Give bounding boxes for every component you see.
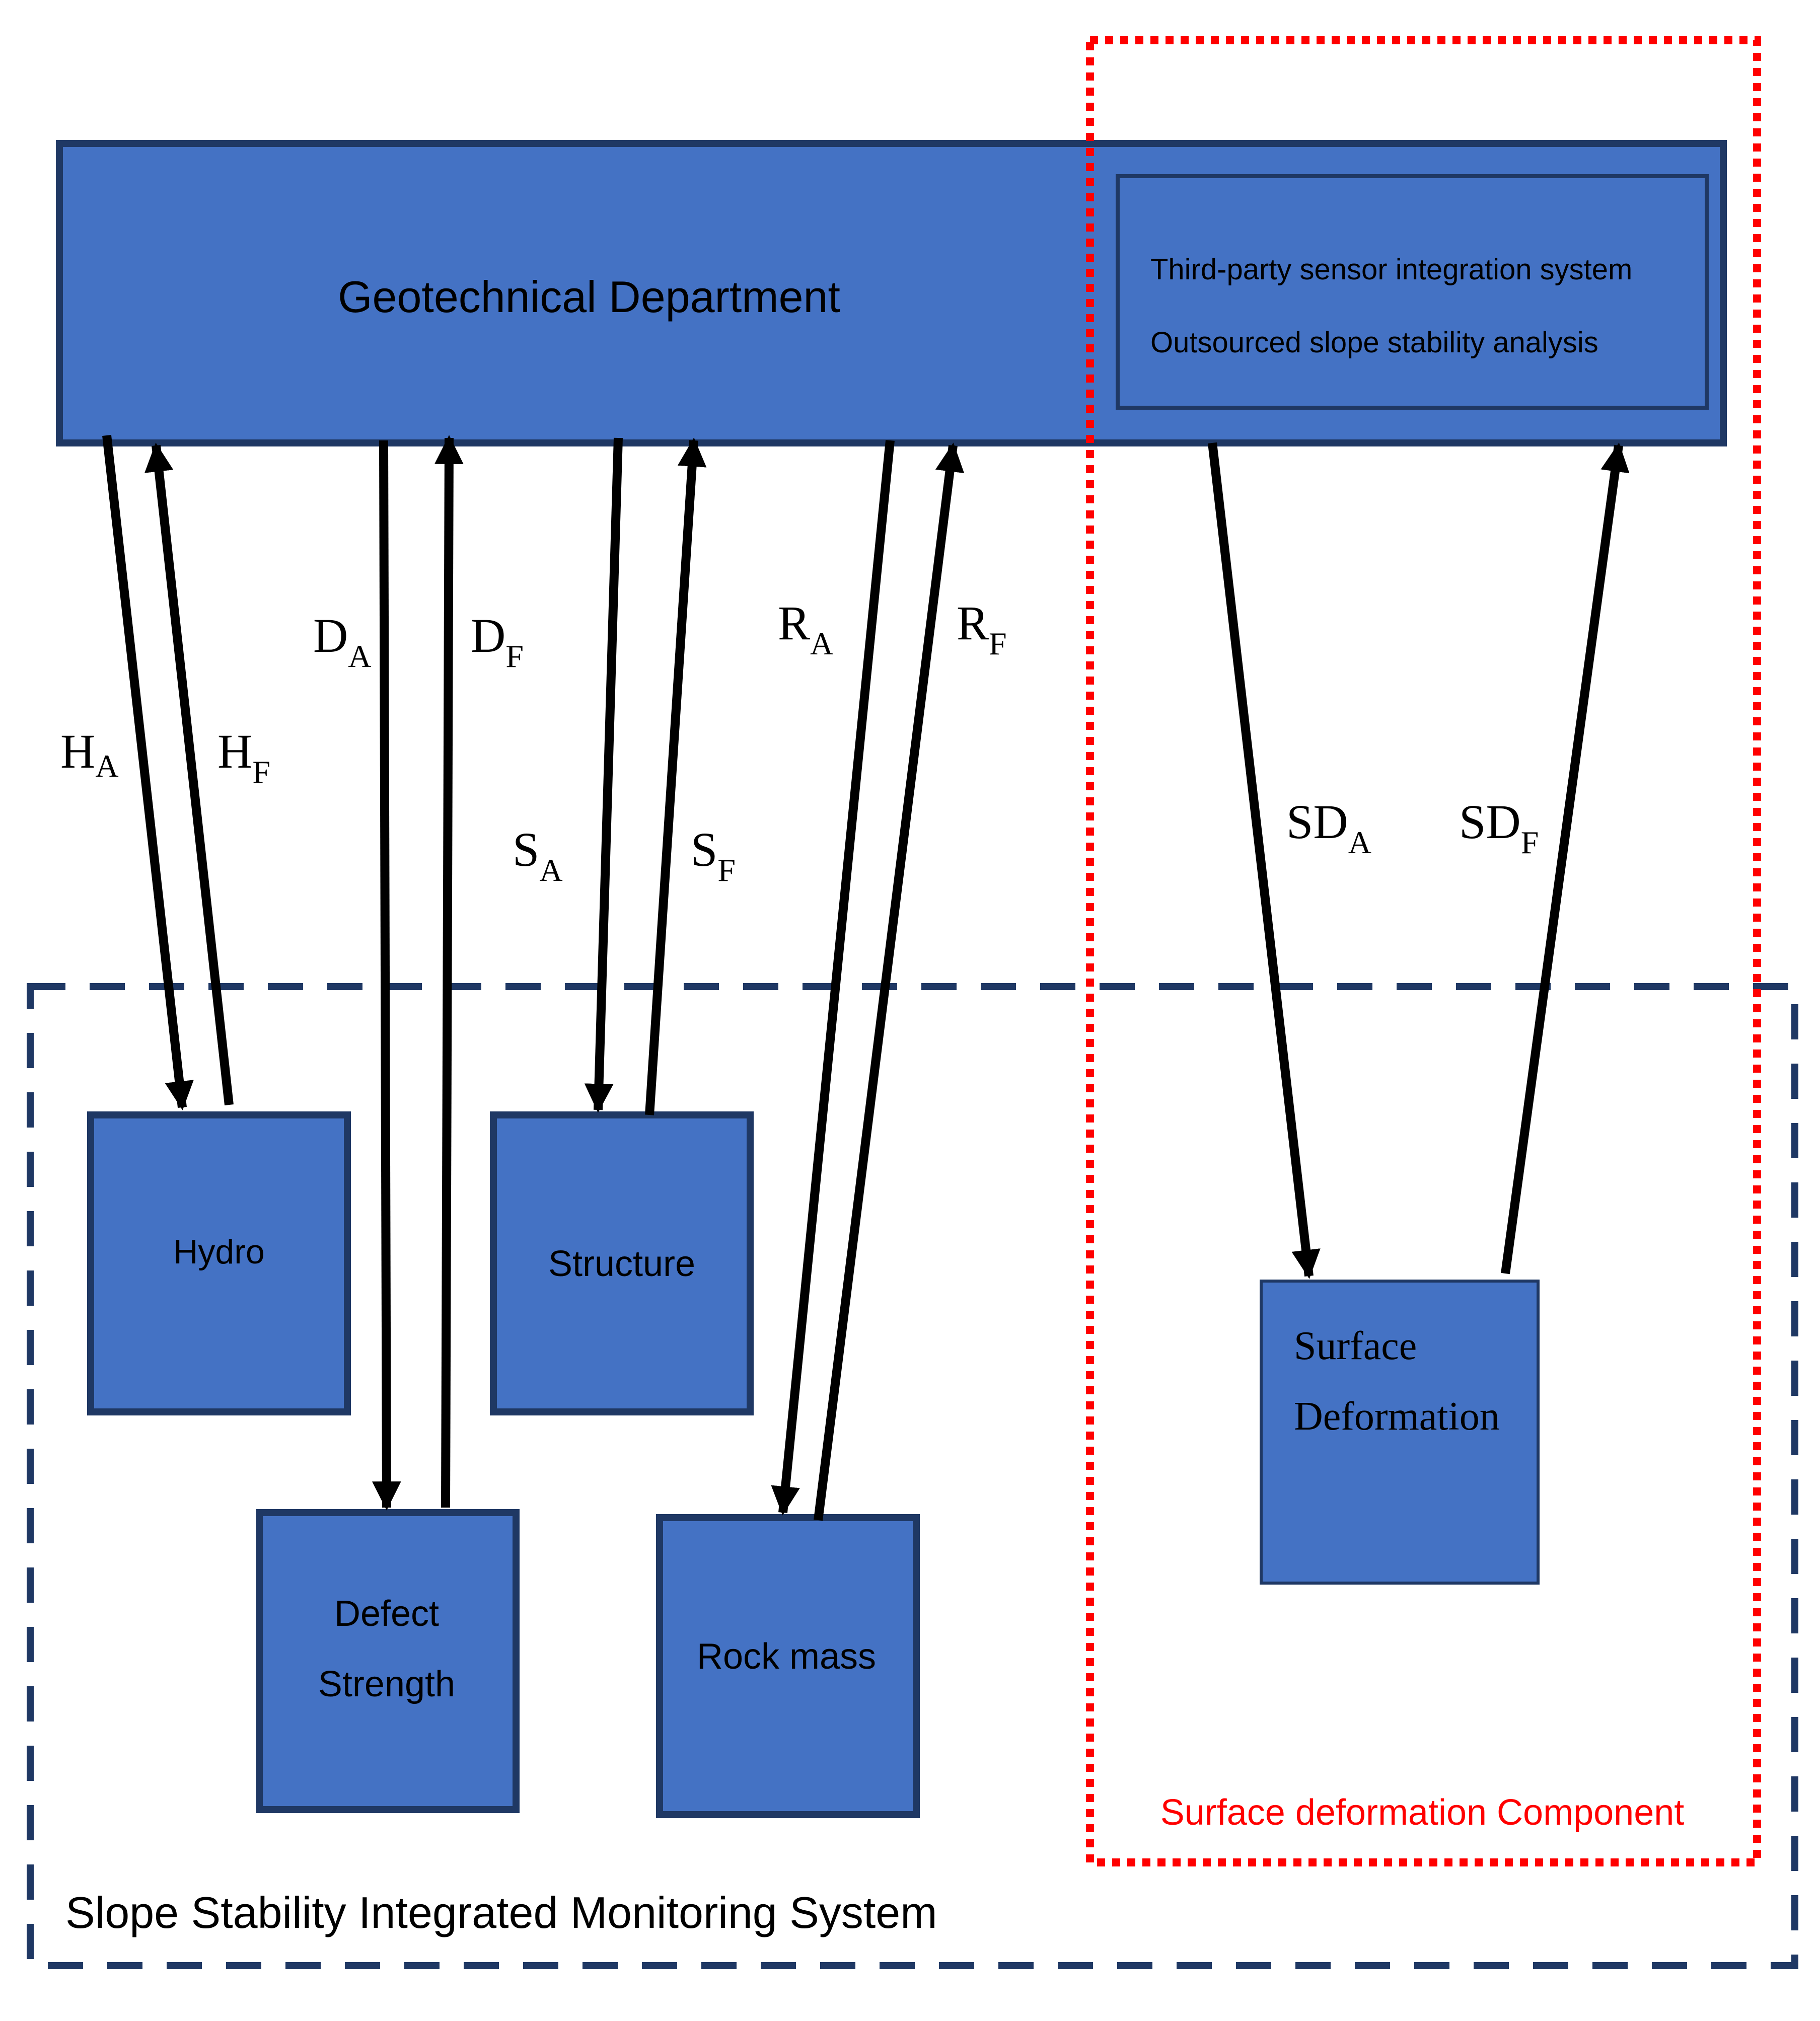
- surface-feedback-arrow: [1501, 442, 1630, 1275]
- rock-action-arrow: [771, 440, 895, 1516]
- surface-feedback-label: SDF: [1459, 795, 1539, 860]
- defect-strength-box: [256, 1509, 520, 1813]
- outsourced-analysis-label: Outsourced slope stability analysis: [1150, 326, 1598, 359]
- surface-action-arrow: [1208, 442, 1321, 1279]
- third-party-sensor-label: Third-party sensor integration system: [1150, 253, 1632, 286]
- third-party-box: [1116, 174, 1709, 410]
- hydro-label: Hydro: [173, 1233, 264, 1271]
- surface-label: Surface: [1294, 1324, 1417, 1368]
- rock-mass-box: [656, 1514, 920, 1818]
- strength-label: Strength: [318, 1664, 455, 1704]
- surface-deformation-component-label: Surface deformation Component: [1160, 1792, 1685, 1833]
- system-label: Slope Stability Integrated Monitoring Sy…: [65, 1888, 937, 1937]
- surface-deformation-component-boundary: [1086, 36, 1761, 1866]
- defect-feedback-label: DF: [471, 609, 524, 674]
- rock-feedback-label: RF: [957, 596, 1007, 661]
- surface-deformation-box: [1260, 1280, 1540, 1585]
- hydro-feedback-arrow: [144, 442, 234, 1105]
- rock-action-label: RA: [778, 596, 833, 661]
- structure-action-label: SA: [513, 822, 563, 888]
- structure-box: [490, 1111, 754, 1415]
- hydro-box: [87, 1111, 351, 1415]
- defect-feedback-arrow: [434, 435, 464, 1508]
- structure-feedback-label: SF: [691, 822, 736, 888]
- hydro-action-arrow: [102, 434, 194, 1110]
- rock-mass-label: Rock mass: [697, 1636, 876, 1677]
- defect-action-label: DA: [313, 609, 372, 674]
- hydro-action-label: HA: [60, 724, 119, 784]
- structure-label: Structure: [548, 1244, 695, 1284]
- hydro-feedback-label: HF: [217, 724, 270, 790]
- rock-feedback-arrow: [814, 442, 965, 1521]
- defect-action-arrow: [372, 440, 401, 1511]
- structure-feedback-arrow: [645, 437, 707, 1115]
- structure-action-arrow: [584, 437, 623, 1113]
- system-boundary: [27, 983, 1798, 1969]
- surface-action-label: SDA: [1286, 795, 1371, 860]
- defect-label: Defect: [334, 1594, 439, 1634]
- deformation-label: Deformation: [1294, 1394, 1500, 1439]
- geotechnical-department-label: Geotechnical Department: [338, 272, 840, 322]
